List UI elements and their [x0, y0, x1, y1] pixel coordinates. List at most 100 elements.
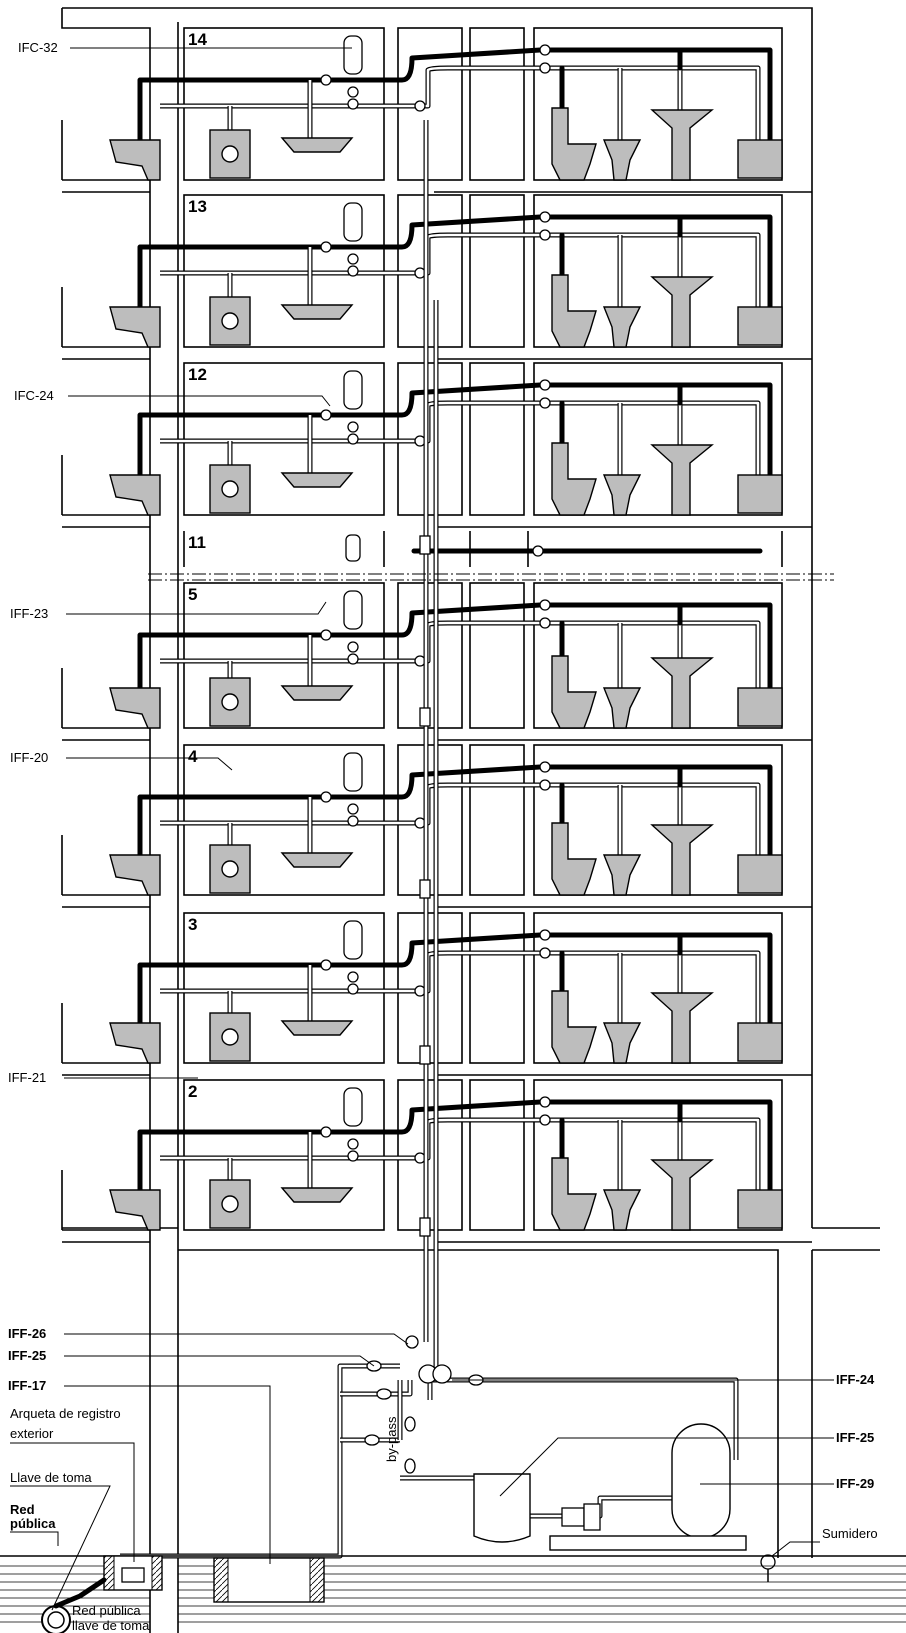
bathtub: [737, 854, 783, 894]
washing-machine-drum: [221, 860, 239, 878]
washbasin: [650, 109, 714, 181]
valve: [347, 971, 359, 983]
washing-machine-drum: [221, 693, 239, 711]
label-ifc-24: IFC-24: [14, 388, 54, 403]
floor-number: 5: [188, 585, 197, 604]
building-outline: [61, 7, 880, 1633]
utility-sink: [109, 687, 161, 729]
cold-pipe: [160, 66, 760, 150]
water-heater: [345, 534, 361, 562]
valve: [347, 253, 359, 265]
shaft-room-2: [469, 744, 525, 896]
label-iff-29: IFF-29: [836, 1476, 874, 1491]
floor-leader-labels: IFC-32 IFC-24 IFF-23 IFF-20 IFF-21: [8, 40, 352, 1085]
valve: [539, 397, 551, 409]
street-leader-labels: Arqueta de registro exterior Llave de to…: [10, 1406, 150, 1633]
bidet: [602, 1022, 642, 1064]
label-bypass: by-pass: [384, 1416, 399, 1462]
kitchen-sink: [280, 1187, 354, 1203]
water-heater: [343, 202, 363, 242]
floor-number: 13: [188, 197, 207, 216]
riser-joint: [419, 1217, 431, 1237]
water-heater: [343, 370, 363, 410]
hot-pipe: [137, 382, 773, 488]
ground-section: [0, 1555, 906, 1633]
toilet: [551, 442, 597, 516]
valve: [320, 1126, 332, 1138]
slab-left: [61, 835, 150, 908]
water-heater: [343, 752, 363, 792]
kitchen-sink: [280, 685, 354, 701]
kitchen-sink: [280, 472, 354, 488]
riser-joint: [419, 707, 431, 727]
toilet: [551, 107, 597, 181]
bidet: [602, 687, 642, 729]
washbasin: [650, 276, 714, 348]
label-iff-24: IFF-24: [836, 1372, 875, 1387]
label-llave-de-toma: llave de toma: [72, 1618, 150, 1633]
utility-sink: [109, 1189, 161, 1231]
label-iff-25-left: IFF-25: [8, 1348, 46, 1363]
valve: [320, 959, 332, 971]
utility-sink: [109, 306, 161, 348]
valve: [539, 761, 551, 773]
kitchen-room: [183, 582, 385, 729]
floor-number: 2: [188, 1082, 197, 1101]
kitchen-sink: [280, 304, 354, 320]
label-iff-20: IFF-20: [10, 750, 48, 765]
water-heater: [343, 590, 363, 630]
valve: [347, 653, 359, 665]
water-heater: [343, 1087, 363, 1127]
toilet: [551, 822, 597, 896]
shaft-room-2: [469, 27, 525, 181]
slab-left: [61, 120, 150, 193]
valve: [539, 379, 551, 391]
kitchen-room: [183, 1079, 385, 1231]
bathroom-room: [533, 744, 783, 896]
floor-number: 3: [188, 915, 197, 934]
valve: [320, 74, 332, 86]
bathroom-room: [533, 194, 783, 348]
toilet: [551, 1157, 597, 1231]
bathroom-room: [533, 582, 783, 729]
hot-pipe: [137, 214, 773, 320]
bathtub: [737, 139, 783, 179]
bathroom-room: [533, 912, 783, 1064]
riser-layer: [419, 120, 439, 1374]
label-red-publica: Red pública: [72, 1603, 141, 1618]
hot-pipe: [137, 602, 773, 701]
floor-3: 3: [61, 912, 812, 1076]
utility-sink: [109, 139, 161, 181]
water-heater: [343, 920, 363, 960]
washbasin: [650, 657, 714, 729]
valve: [414, 100, 426, 112]
valve: [539, 779, 551, 791]
toilet: [551, 990, 597, 1064]
valve: [539, 229, 551, 241]
label-iff-26: IFF-26: [8, 1326, 46, 1341]
slab-left: [61, 287, 150, 360]
valve: [347, 1138, 359, 1150]
valve: [320, 409, 332, 421]
label-ifc-32: IFC-32: [18, 40, 58, 55]
valve: [347, 86, 359, 98]
washing-machine-drum: [221, 145, 239, 163]
floor-break-line: [148, 573, 834, 581]
label-red-1: Red: [10, 1502, 35, 1517]
valve: [539, 1096, 551, 1108]
label-iff-17: IFF-17: [8, 1378, 46, 1393]
floor-number: 12: [188, 365, 207, 384]
bathtub: [737, 687, 783, 727]
label-arqueta-1: Arqueta de registro: [10, 1406, 121, 1421]
bidet: [602, 306, 642, 348]
valve: [539, 929, 551, 941]
label-llave-toma: Llave de toma: [10, 1470, 92, 1485]
washing-machine-drum: [221, 1028, 239, 1046]
label-iff-23: IFF-23: [10, 606, 48, 621]
riser-joint: [419, 879, 431, 899]
bathtub: [737, 306, 783, 346]
floor-11: 11: [183, 531, 783, 567]
valve: [539, 599, 551, 611]
valve: [347, 803, 359, 815]
